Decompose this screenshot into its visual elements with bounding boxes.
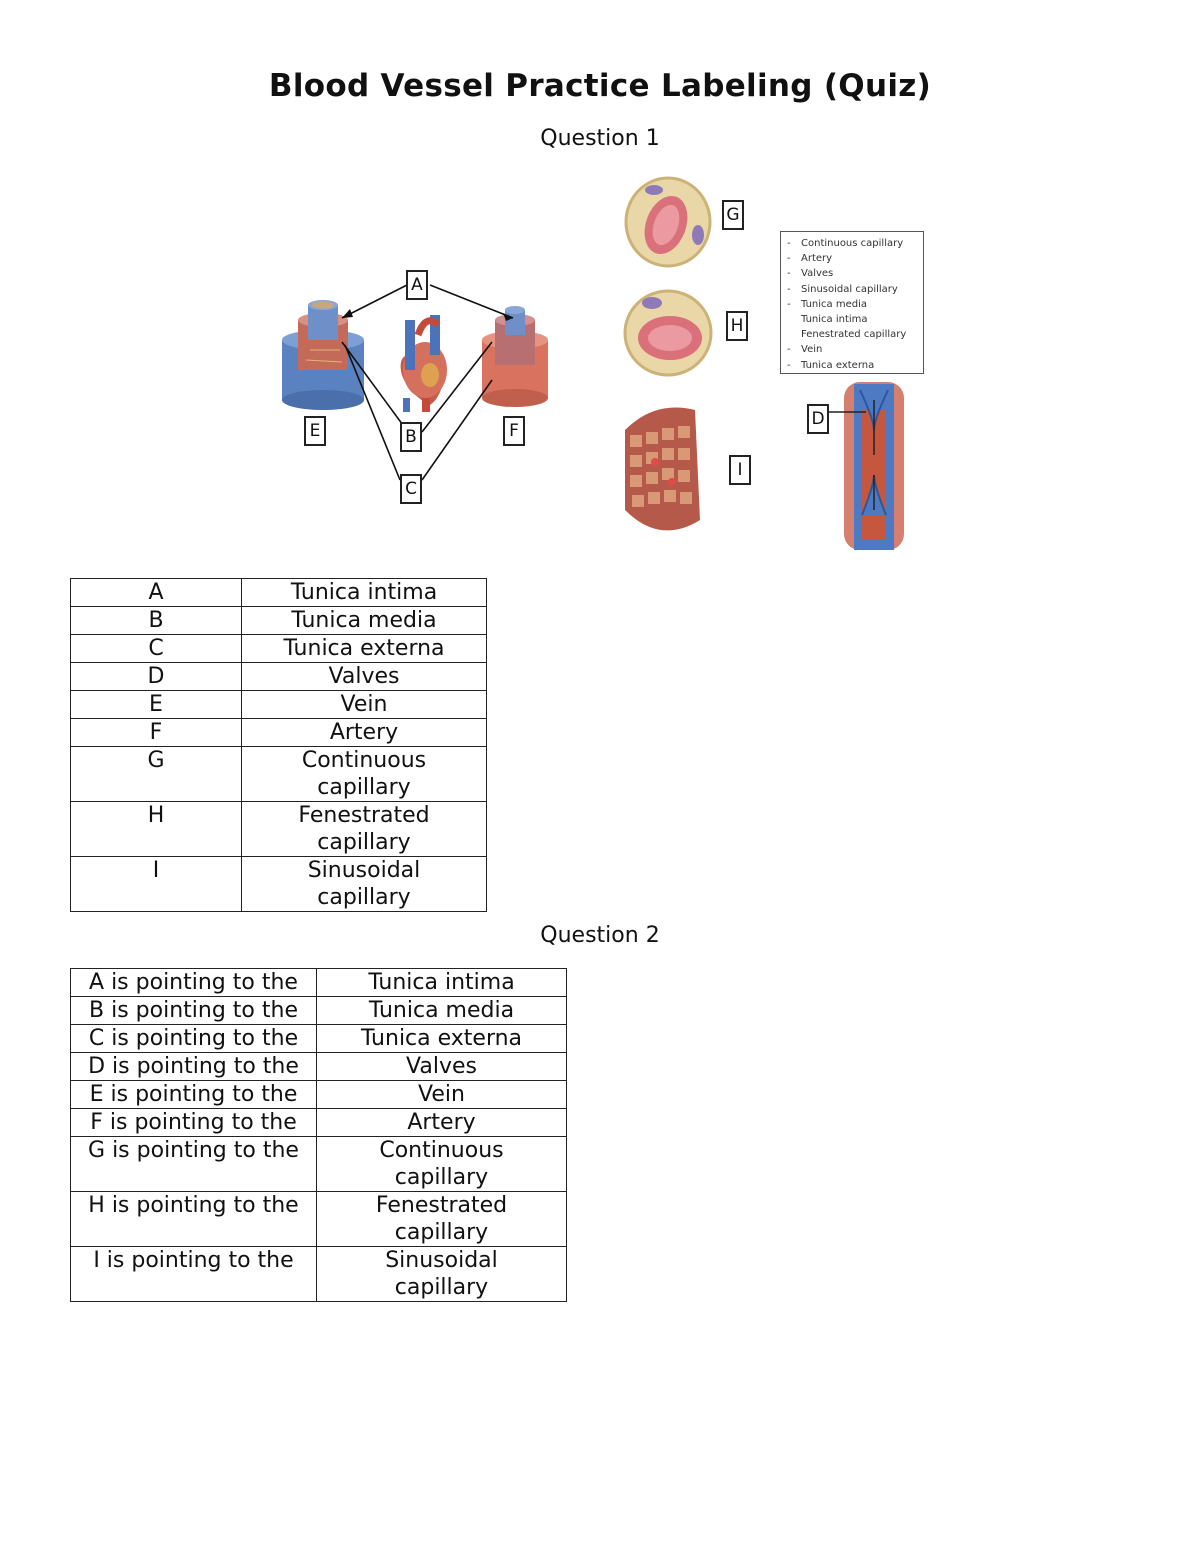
label-box-g: G	[722, 200, 744, 230]
answer-cell: Valves	[316, 1052, 567, 1081]
vein-valve-illustration	[828, 382, 904, 550]
dash-marker-4: -	[787, 298, 791, 310]
word-bank-item: -Vein	[787, 342, 919, 357]
prompt-cell: A is pointing to the	[70, 968, 317, 997]
dash-marker-3: -	[787, 283, 791, 295]
question-1-heading: Question 1	[540, 126, 660, 151]
dash-marker-0: -	[787, 238, 791, 249]
label-box-d: D	[807, 404, 829, 434]
key-cell: C	[70, 634, 242, 663]
label-box-c: C	[400, 474, 422, 504]
fenestrated-capillary-illustration	[623, 289, 713, 377]
word-bank-item: Tunica intima	[787, 312, 919, 327]
answer-cell: Fenestrated capillary	[241, 801, 487, 857]
diagram-artwork	[282, 176, 904, 550]
answer-cell: Tunica externa	[241, 634, 487, 663]
dash-marker-2: -	[787, 268, 791, 280]
key-cell: I	[70, 856, 242, 912]
artery-illustration	[482, 306, 548, 407]
word-bank-item: -Sinusoidal capillary	[787, 282, 919, 297]
answer-cell: Valves	[241, 662, 487, 691]
key-cell: B	[70, 606, 242, 635]
answer-cell: Tunica media	[316, 996, 567, 1025]
answer-cell: Vein	[241, 690, 487, 719]
answer-cell: Sinusoidal capillary	[316, 1246, 567, 1302]
key-cell: D	[70, 662, 242, 691]
answer-cell: Tunica media	[241, 606, 487, 635]
word-bank-item: -Valves	[787, 266, 919, 281]
dash-marker-6	[787, 327, 801, 342]
leader-lines	[341, 284, 514, 481]
answer-cell: Fenestrated capillary	[316, 1191, 567, 1247]
continuous-capillary-illustration	[624, 176, 712, 268]
dash-marker-5	[787, 312, 801, 327]
dash-marker-1: -	[787, 253, 791, 265]
sinusoidal-capillary-illustration	[625, 407, 700, 531]
label-box-i: I	[729, 455, 751, 485]
word-bank: -Continuous capillary -Artery -Valves -S…	[780, 231, 924, 374]
prompt-cell: H is pointing to the	[70, 1191, 317, 1247]
answer-cell: Tunica externa	[316, 1024, 567, 1053]
key-cell: G	[70, 746, 242, 802]
prompt-cell: E is pointing to the	[70, 1080, 317, 1109]
label-box-b: B	[400, 422, 422, 452]
key-cell: A	[70, 578, 242, 607]
vein-illustration	[282, 300, 364, 410]
prompt-cell: F is pointing to the	[70, 1108, 317, 1137]
question-2-heading: Question 2	[540, 923, 660, 948]
key-cell: H	[70, 801, 242, 857]
answer-cell: Continuous capillary	[316, 1136, 567, 1192]
answer-cell: Vein	[316, 1080, 567, 1109]
answer-cell: Sinusoidal capillary	[241, 856, 487, 912]
dash-marker-8: -	[787, 359, 791, 371]
key-cell: E	[70, 690, 242, 719]
prompt-cell: C is pointing to the	[70, 1024, 317, 1053]
word-bank-item: -Continuous capillary	[787, 236, 919, 251]
word-bank-item: Fenestrated capillary	[787, 327, 919, 342]
page-title: Blood Vessel Practice Labeling (Quiz)	[268, 68, 932, 104]
key-cell: F	[70, 718, 242, 747]
answer-cell: Tunica intima	[316, 968, 567, 997]
label-box-h: H	[726, 311, 748, 341]
answer-cell: Tunica intima	[241, 578, 487, 607]
prompt-cell: I is pointing to the	[70, 1246, 317, 1302]
label-box-f: F	[503, 416, 525, 446]
prompt-cell: D is pointing to the	[70, 1052, 317, 1081]
dash-marker-7: -	[787, 344, 791, 356]
label-box-e: E	[304, 416, 326, 446]
heart-illustration	[400, 315, 447, 412]
answer-cell: Artery	[241, 718, 487, 747]
word-bank-item: -Artery	[787, 251, 919, 266]
word-bank-item: -Tunica media	[787, 297, 919, 312]
blood-vessel-diagram: A B C D E F G H I -Continuous capillary …	[270, 170, 950, 560]
answer-cell: Artery	[316, 1108, 567, 1137]
prompt-cell: G is pointing to the	[70, 1136, 317, 1192]
label-box-a: A	[406, 270, 428, 300]
prompt-cell: B is pointing to the	[70, 996, 317, 1025]
answer-cell: Continuous capillary	[241, 746, 487, 802]
word-bank-item: -Tunica externa	[787, 358, 919, 373]
